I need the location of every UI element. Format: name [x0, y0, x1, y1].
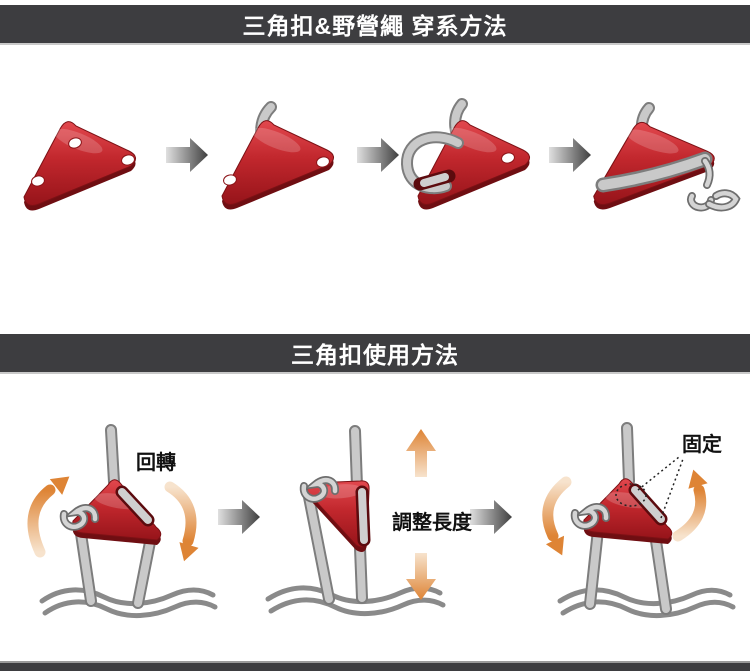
- step4-buckle-rope-knotted-icon: [593, 102, 741, 212]
- adjust-length-label: 調整長度: [392, 512, 472, 534]
- usage-rotate-illustration: [27, 424, 218, 619]
- fix-arrow-left-icon: [542, 476, 572, 560]
- callout-dotted-line: [637, 456, 680, 491]
- usage-title: 三角扣使用方法: [291, 342, 459, 368]
- step3-buckle-rope-loop-icon: [401, 98, 531, 210]
- step-arrow-2-right-arrow-icon: [357, 138, 399, 172]
- usage-adjust-length-illustration: [265, 425, 446, 617]
- usage-fix-illustration: [542, 422, 736, 619]
- step-arrow-1-right-arrow-icon: [166, 138, 208, 172]
- rotate-arrow-left-icon: [27, 468, 76, 558]
- usage-title-bar: 三角扣使用方法: [0, 334, 750, 374]
- step-arrow-3-right-arrow-icon: [549, 138, 591, 172]
- threading-title: 三角扣&野營繩 穿系方法: [242, 13, 508, 39]
- fix-arrow-right-icon: [672, 466, 708, 542]
- dotted-highlight-circle-icon: [615, 483, 647, 507]
- step2-buckle-with-rope-icon: [221, 101, 335, 210]
- usage-arrow-1-right-arrow-icon: [218, 500, 260, 534]
- next-section-bar: [0, 661, 750, 671]
- threading-title-bar: 三角扣&野營繩 穿系方法: [0, 5, 750, 45]
- usage-arrow-2-right-arrow-icon: [470, 500, 512, 534]
- callout-dotted-line: [660, 458, 684, 519]
- rotate-label: 回轉: [136, 452, 176, 474]
- rotate-arrow-right-icon: [164, 481, 199, 565]
- step1-triangle-buckle-icon: [23, 121, 137, 211]
- triangle-buckle-icon: [307, 480, 370, 552]
- fix-label: 固定: [682, 434, 722, 456]
- adjust-up-arrow-icon: [406, 429, 436, 477]
- adjust-down-arrow-icon: [406, 553, 436, 600]
